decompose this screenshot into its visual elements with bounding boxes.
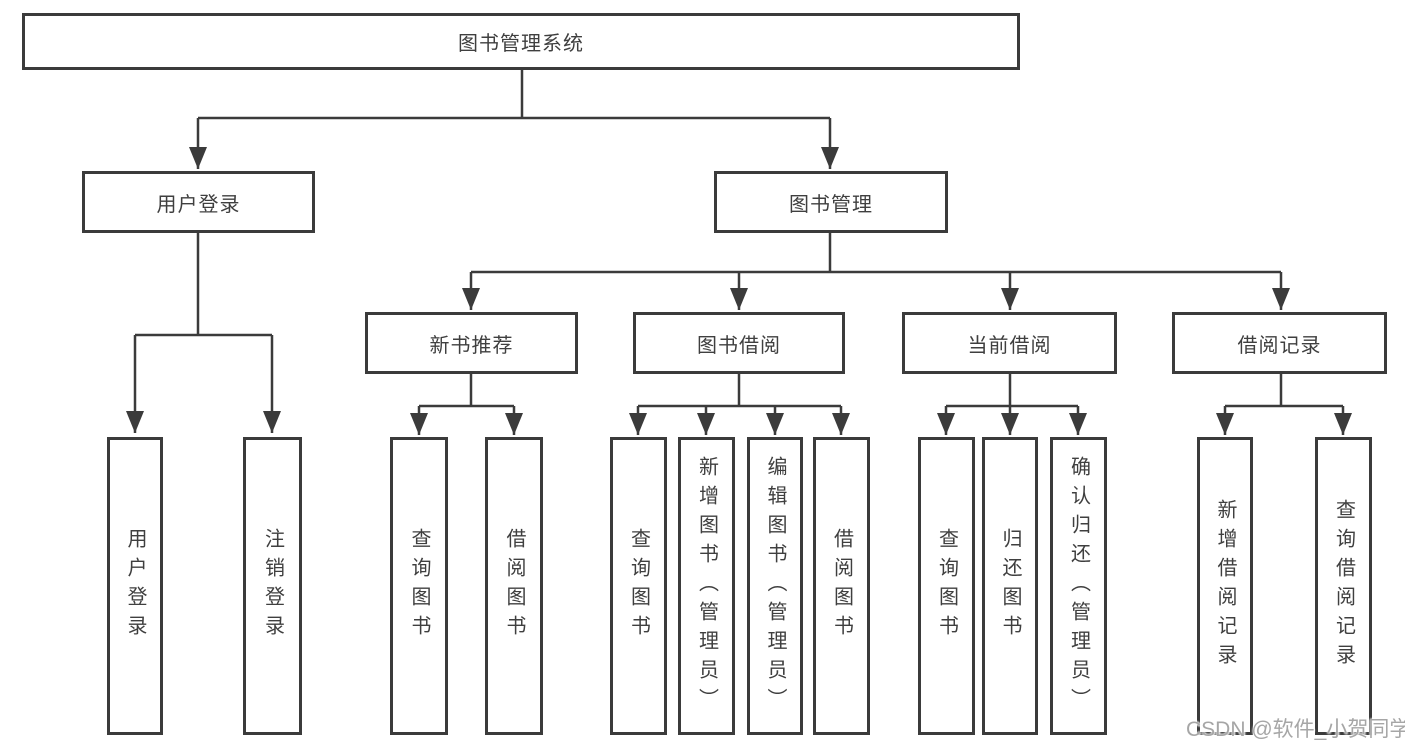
leaf-confirm-return-admin: 确认归还（管理员） (1050, 437, 1107, 735)
leaf-return-book: 归还图书 (982, 437, 1038, 735)
node-current-borrowing-label: 当前借阅 (967, 334, 1052, 357)
node-book-borrowing-label: 图书借阅 (697, 334, 781, 357)
leaf-user-login: 用户登录 (107, 437, 163, 735)
leaf-borrow-books-recommend-label: 借阅图书 (503, 528, 525, 644)
leaf-borrow-books-borrowing: 借阅图书 (813, 437, 870, 735)
leaf-logout: 注销登录 (243, 437, 302, 735)
node-root: 图书管理系统 (22, 13, 1020, 70)
node-book-management: 图书管理 (714, 171, 948, 233)
csdn-watermark: CSDN @软件_小贺同学 (1186, 718, 1405, 741)
leaf-query-books-current: 查询图书 (918, 437, 975, 735)
leaf-edit-book-admin: 编辑图书（管理员） (747, 437, 803, 735)
leaf-add-borrow-record-label: 新增借阅记录 (1214, 499, 1236, 673)
leaf-user-login-label: 用户登录 (124, 528, 146, 644)
leaf-add-book-admin: 新增图书（管理员） (678, 437, 735, 735)
node-book-management-label: 图书管理 (789, 193, 873, 216)
leaf-return-book-label: 归还图书 (999, 528, 1021, 644)
node-root-label: 图书管理系统 (458, 33, 584, 55)
leaf-edit-book-admin-label: 编辑图书（管理员） (764, 455, 786, 717)
leaf-borrow-books-borrowing-label: 借阅图书 (830, 528, 853, 644)
node-new-book-recommend: 新书推荐 (365, 312, 578, 374)
leaf-query-books-borrowing-label: 查询图书 (627, 528, 650, 644)
node-new-book-recommend-label: 新书推荐 (429, 334, 514, 357)
leaf-query-borrow-record: 查询借阅记录 (1315, 437, 1372, 735)
leaf-query-books-current-label: 查询图书 (935, 528, 958, 644)
node-book-borrowing: 图书借阅 (633, 312, 845, 374)
leaf-query-books-borrowing: 查询图书 (610, 437, 667, 735)
node-borrow-records-label: 借阅记录 (1237, 334, 1322, 357)
leaf-add-borrow-record: 新增借阅记录 (1197, 437, 1253, 735)
tree-spines (135, 70, 1343, 408)
node-current-borrowing: 当前借阅 (902, 312, 1117, 374)
leaf-query-books-recommend: 查询图书 (390, 437, 448, 735)
node-user-login-label: 用户登录 (156, 193, 241, 216)
leaf-query-borrow-record-label: 查询借阅记录 (1332, 499, 1355, 673)
leaf-borrow-books-recommend: 借阅图书 (485, 437, 543, 735)
leaf-logout-label: 注销登录 (261, 528, 284, 644)
leaf-add-book-admin-label: 新增图书（管理员） (695, 455, 718, 717)
node-user-login: 用户登录 (82, 171, 315, 233)
leaf-query-books-recommend-label: 查询图书 (408, 528, 430, 644)
leaf-confirm-return-admin-label: 确认归还（管理员） (1067, 455, 1090, 717)
node-borrow-records: 借阅记录 (1172, 312, 1387, 374)
